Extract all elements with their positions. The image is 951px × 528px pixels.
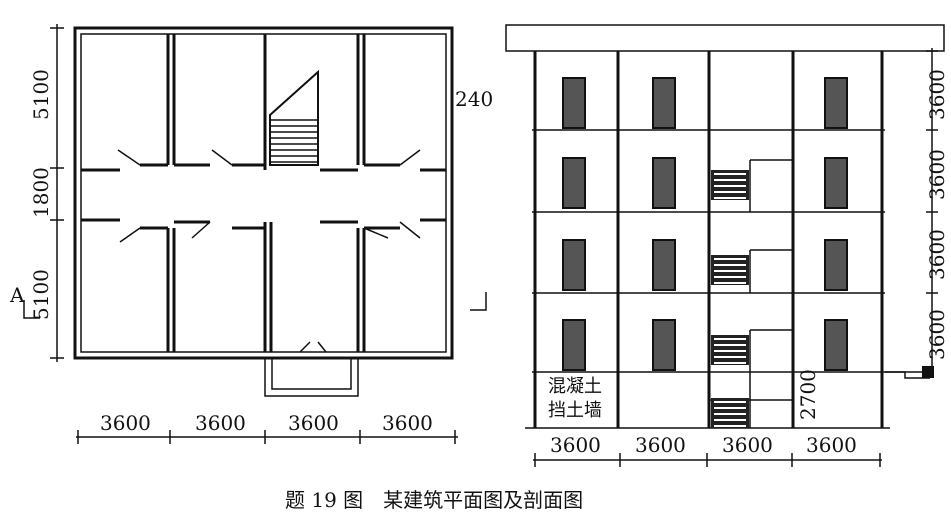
retaining-wall-label-2: 挡土墙 xyxy=(548,400,602,421)
figure-caption: 题 19 图 某建筑平面图及剖面图 xyxy=(285,488,583,512)
window xyxy=(652,319,676,371)
floor-height-2: 3600 xyxy=(925,229,949,280)
window xyxy=(562,239,586,291)
section-dim-3: 3600 xyxy=(722,433,773,457)
section-cut-mark-left xyxy=(23,300,40,319)
entrance-porch xyxy=(264,358,359,397)
section-cut-mark-right xyxy=(470,292,487,311)
window xyxy=(652,239,676,291)
floor-height-3: 3600 xyxy=(925,149,949,200)
section-dim-2: 3600 xyxy=(635,433,686,457)
plan-outer-wall xyxy=(73,26,454,360)
section-bottom-dimension-line xyxy=(533,453,882,467)
plan-dim-1: 3600 xyxy=(100,411,151,435)
section-windows xyxy=(562,77,848,371)
basement-height-label: 2700 xyxy=(796,369,820,420)
window xyxy=(824,77,848,129)
plan-dim-4: 3600 xyxy=(382,411,433,435)
dim-1800: 1800 xyxy=(29,167,53,218)
wall-thickness-label: 240 xyxy=(455,87,493,111)
section-columns xyxy=(533,51,884,428)
ground-line xyxy=(885,371,930,379)
plan-dim-2: 3600 xyxy=(195,411,246,435)
window xyxy=(824,239,848,291)
plan-bottom-dimension-line xyxy=(76,430,458,444)
dim-5100-bottom: 5100 xyxy=(29,269,53,320)
section-stairs xyxy=(711,170,749,428)
ground-block xyxy=(922,366,934,378)
window xyxy=(824,157,848,209)
section-view: 混凝土 挡土墙 2700 3600 3600 3600 3600 3600 36… xyxy=(505,24,949,467)
window xyxy=(562,157,586,209)
window xyxy=(652,77,676,129)
window xyxy=(562,319,586,371)
plan-partitions xyxy=(81,34,446,352)
section-right-dimension-line xyxy=(926,48,938,372)
window xyxy=(652,157,676,209)
floor-height-4: 3600 xyxy=(925,69,949,120)
stair xyxy=(269,69,319,166)
window xyxy=(824,319,848,371)
section-dim-1: 3600 xyxy=(550,433,601,457)
plan-dim-3: 3600 xyxy=(288,411,339,435)
retaining-wall-label-1: 混凝土 xyxy=(548,376,602,397)
floor-height-1: 3600 xyxy=(925,309,949,360)
window xyxy=(562,77,586,129)
floor-plan: 5100 1800 5100 A 240 3600 3600 3600 3600 xyxy=(9,24,493,444)
left-dimension-line xyxy=(50,24,64,362)
roof-slab xyxy=(505,24,945,52)
section-mark-label: A xyxy=(9,283,25,307)
plan-doors xyxy=(117,149,421,353)
section-dim-4: 3600 xyxy=(806,433,857,457)
dim-5100-top: 5100 xyxy=(29,69,53,120)
